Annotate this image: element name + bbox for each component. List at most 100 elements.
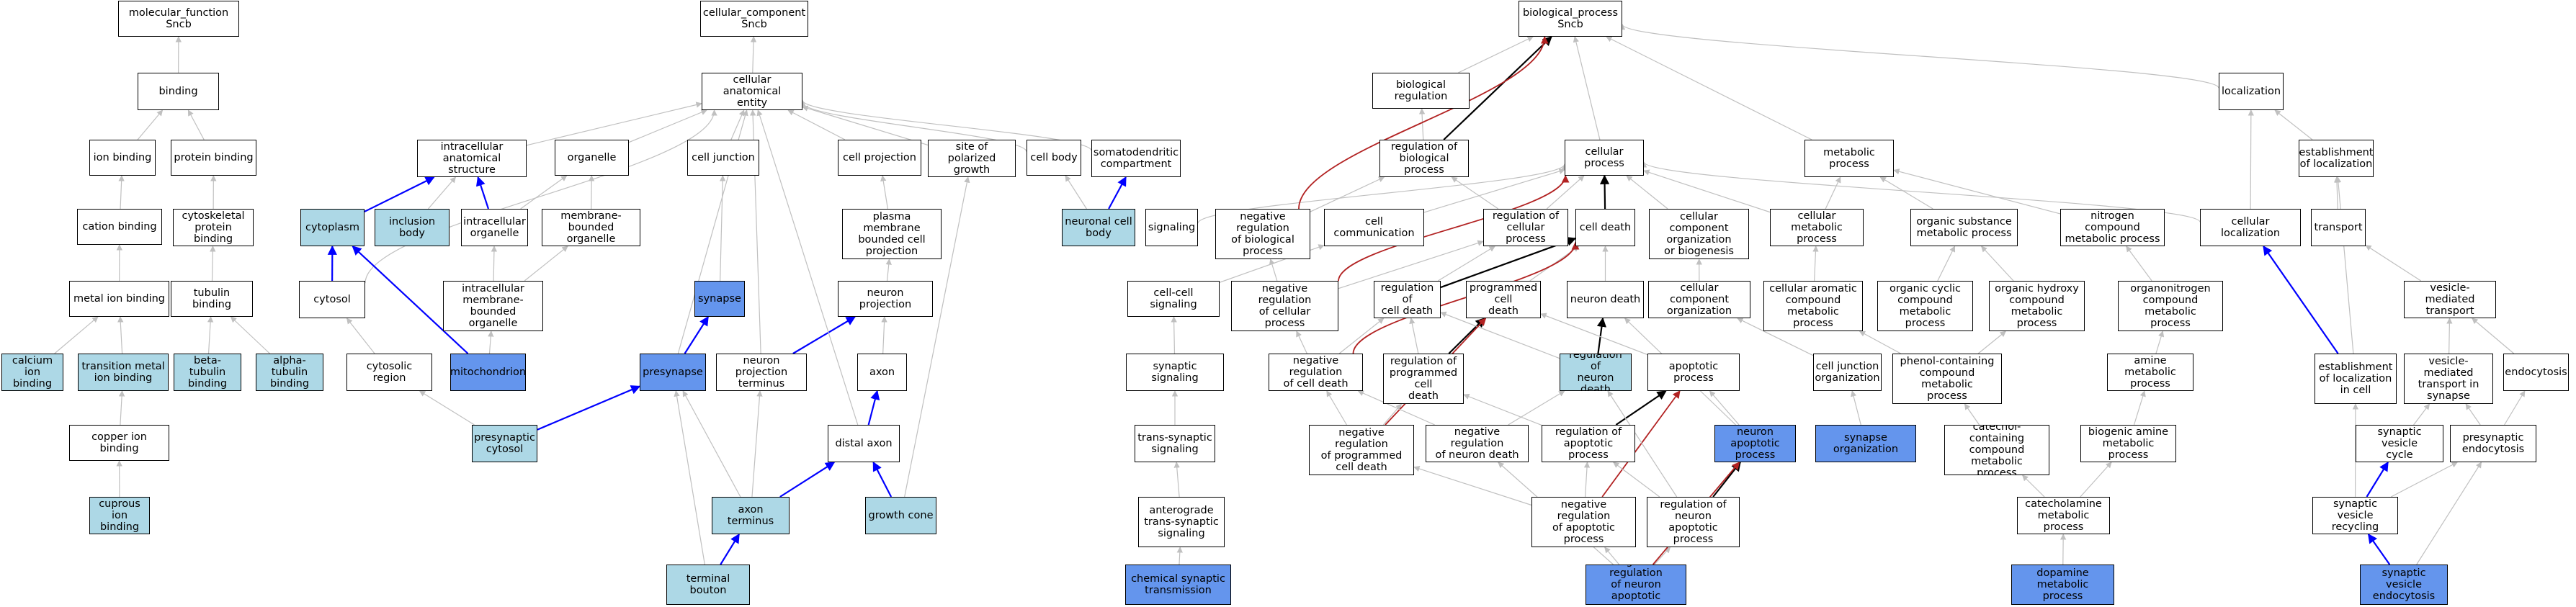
edge-cmp-to-metabolic-process <box>1825 176 1841 210</box>
edge-cell-junction-to-cae <box>730 109 745 140</box>
edge-intracellular-organelle-to-organelle <box>520 175 568 210</box>
node-ant: anterograde trans-synaptic signaling <box>1138 497 1225 547</box>
edge-intracellular-organelle-to-ias <box>475 176 490 210</box>
node-syn-sig: synaptic signaling <box>1126 354 1224 391</box>
node-ias: intracellular anatomical structure <box>417 140 527 177</box>
edge-metabolic-process-to-bp-root <box>1606 36 1812 140</box>
node-membrane-bounded: membrane-bounded organelle <box>542 209 640 246</box>
node-cytosol: cytosol <box>299 281 365 318</box>
edge-syn-sig-to-cell-cell-sig <box>1171 316 1177 354</box>
edge-presynapse-to-synapse <box>684 315 709 354</box>
node-protein-binding: protein binding <box>171 140 256 176</box>
edge-localization-to-bp-root <box>1619 23 2219 89</box>
edge-endocytosis-to-vmt <box>2472 318 2515 354</box>
edge-ncmp-to-metabolic-process <box>1893 168 2061 215</box>
edge-osmp-to-metabolic-process <box>1879 176 1933 210</box>
node-cacmp: cellular aromatic compound metabolic pro… <box>1763 281 1863 331</box>
node-ccmp: catechol-containing compound metabolic p… <box>1944 425 2049 475</box>
edge-cell-loc-to-localization <box>2248 109 2255 210</box>
node-cell-projection: cell projection <box>838 140 921 176</box>
edge-axon-terminus-to-presynapse <box>682 390 741 498</box>
node-endocytosis: endocytosis <box>2503 354 2569 391</box>
node-neg-reg-cp: negative regulation of cellular process <box>1231 281 1338 331</box>
edge-oncmp-to-ncmp <box>2126 246 2152 282</box>
edge-reg-nap-to-reg-nd <box>1607 390 1678 498</box>
edge-vmt-to-transport <box>2365 245 2422 282</box>
node-bamp: biogenic amine metabolic process <box>2080 425 2176 462</box>
node-occmp: organic cyclic compound metabolic proces… <box>1877 281 1973 331</box>
edge-svr-to-pe <box>2391 462 2458 498</box>
edge-cacmp-to-cmp <box>1812 246 1819 282</box>
edge-mitochondrion-to-cytoplasm <box>352 246 469 354</box>
node-synapse: synapse <box>694 281 745 317</box>
edge-bio-reg-to-bp-root <box>1458 36 1534 73</box>
node-dmp: dopamine metabolic process <box>2011 565 2114 605</box>
node-cco: cellular component organization or bioge… <box>1649 209 1749 259</box>
edge-nap-to-apoptotic <box>1709 390 1740 426</box>
edge-ias-to-cae <box>526 102 702 146</box>
edge-apoptotic-to-pcd <box>1540 313 1648 356</box>
edge-cj-org-to-cco2 <box>1737 318 1814 356</box>
edge-neg-reg-cp-to-neg-reg-bp <box>1269 258 1278 282</box>
node-intracellular-organelle: intracellular organelle <box>461 209 528 246</box>
node-vmt: vesicle-mediated transport <box>2404 281 2496 318</box>
node-bp-root: biological_process Sncb <box>1519 1 1622 37</box>
edge-synapse-to-cell-junction <box>719 175 726 282</box>
node-cytoskeletal-pb: cytoskeletal protein binding <box>173 209 254 246</box>
node-imb-organelle: intracellular membrane-bounded organelle <box>443 281 543 331</box>
node-camp: catecholamine metabolic process <box>2017 497 2110 534</box>
node-neuron-projection: neuron projection <box>838 281 933 317</box>
edge-reg-bp-to-bio-reg <box>1418 108 1426 140</box>
edge-neg-reg-pcd-to-reg-pcd <box>1382 403 1403 426</box>
edge-cmp-to-cellular-process <box>1643 169 1771 213</box>
node-npt: neuron projection terminus <box>716 354 807 391</box>
node-pe: presynaptic endocytosis <box>2450 425 2536 462</box>
node-cell-comm: cell communication <box>1324 209 1424 246</box>
edge-cytoplasm-to-ias <box>364 176 435 212</box>
node-neg-reg-nap: negative regulation of neuron apoptotic … <box>1586 565 1686 605</box>
node-reg-pcd: regulation of programmed cell death <box>1383 354 1464 404</box>
node-beta-tubulin: beta-tubulin binding <box>174 354 241 391</box>
edge-axon-terminus-to-npt <box>751 390 763 498</box>
edge-ion-binding-to-binding <box>137 109 164 140</box>
node-site-polarized: site of polarized growth <box>928 140 1016 177</box>
node-cell-death: cell death <box>1575 209 1635 246</box>
edge-calcium-ion-binding-to-metal-ion-binding <box>54 316 99 354</box>
node-metal-ion-binding: metal ion binding <box>69 281 169 317</box>
node-reg-cp: regulation of cellular process <box>1483 209 1568 246</box>
node-organelle: organelle <box>555 140 629 176</box>
node-axon: axon <box>857 354 907 391</box>
edge-reg-nd-to-reg-cd <box>1440 311 1560 359</box>
edge-imb-organelle-to-membrane-bounded <box>524 246 568 282</box>
node-transport: transport <box>2311 209 2366 246</box>
node-neuronal-cell-body: neuronal cell body <box>1062 209 1135 246</box>
node-ohcmp: organic hydroxy compound metabolic proce… <box>1989 281 2085 331</box>
node-syn-org: synapse organization <box>1815 425 1916 462</box>
edge-axon-to-neuron-projection <box>881 316 887 354</box>
node-neg-reg-nd: negative regulation of neuron death <box>1426 425 1529 462</box>
node-svr: synaptic vesicle recycling <box>2312 497 2398 534</box>
node-reg-nap: regulation of neuron apoptotic process <box>1647 497 1740 547</box>
node-pccmp: phenol-containing compound metabolic pro… <box>1892 354 2002 404</box>
node-reg-nd: regulation of neuron death <box>1560 354 1632 391</box>
node-signaling: signaling <box>1145 209 1198 246</box>
edge-cell-comm-to-cellular-process <box>1423 168 1565 213</box>
edge-sve-to-svr <box>2367 533 2391 565</box>
edge-cell-death-to-cellular-process <box>1599 174 1610 210</box>
node-terminal-bouton: terminal bouton <box>666 565 750 605</box>
edge-terminal-bouton-to-axon-terminus <box>720 533 740 565</box>
node-neg-reg-pcd: negative regulation of programmed cell d… <box>1309 425 1414 475</box>
node-reg-cd: regulation of cell death <box>1374 281 1441 318</box>
edge-neuron-projection-to-pmb-projection <box>885 258 892 282</box>
edge-reg-cd-to-reg-cp <box>1437 246 1495 282</box>
node-metabolic-process: metabolic process <box>1804 140 1894 177</box>
node-cst: chemical synaptic transmission <box>1125 565 1231 605</box>
edge-cytosol-to-cae <box>365 109 717 284</box>
edge-protein-binding-to-binding <box>187 109 205 140</box>
edge-neuronal-cell-body-to-cell-body <box>1065 175 1087 210</box>
node-pcd: programmed cell death <box>1466 281 1541 318</box>
edge-pccmp-to-ohcmp <box>1977 331 2007 354</box>
node-cytosolic-region: cytosolic region <box>346 354 432 391</box>
edge-growth-cone-to-distal-axon <box>872 461 893 498</box>
edge-cytosolic-region-to-cytosol <box>346 318 375 354</box>
